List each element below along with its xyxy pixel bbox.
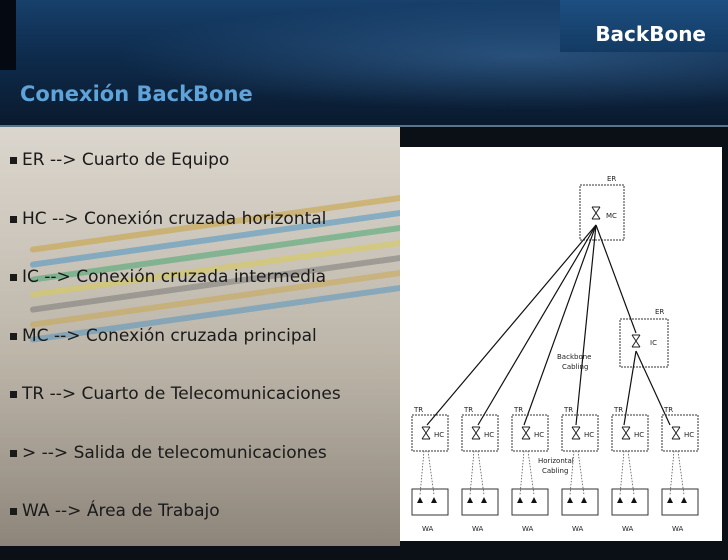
tr-box	[661, 414, 699, 452]
intermediate-er-box	[619, 318, 669, 368]
backbone-diagram: ER MC ER IC Backbone Cabling	[400, 147, 722, 541]
work-area-label: WA	[472, 525, 484, 533]
main-er-label: ER	[607, 175, 616, 183]
backbone-label-line1: Backbone	[557, 353, 591, 361]
tr-room-label: TR	[413, 406, 423, 414]
intermediate-ic-label: IC	[650, 339, 657, 347]
list-item: MC --> Conexión cruzada principal	[10, 326, 405, 385]
main-crossconnect-icon	[591, 206, 601, 220]
list-item-text: > --> Salida de telecomunicaciones	[22, 442, 327, 463]
tr-hc-label: HC	[684, 431, 694, 439]
list-item: WA --> Área de Trabajo	[10, 501, 405, 560]
work-area-label: WA	[672, 525, 684, 533]
list-item-text: WA --> Área de Trabajo	[22, 501, 220, 521]
list-item: IC --> Conexión cruzada intermedia	[10, 267, 405, 326]
tr-hc-label: HC	[484, 431, 494, 439]
outlet-icons	[417, 497, 687, 503]
tr-room-label: TR	[563, 406, 573, 414]
tr-box	[611, 414, 649, 452]
intermediate-crossconnect-icon	[631, 334, 641, 348]
tr-room-label: TR	[613, 406, 623, 414]
tr-units: TR TR TR TR TR TR HC HC HC HC HC HC	[411, 406, 699, 452]
main-er-box	[579, 184, 625, 241]
square-bullet-icon	[10, 332, 17, 340]
tr-room-label: TR	[663, 406, 673, 414]
list-item-text: IC --> Conexión cruzada intermedia	[22, 267, 327, 287]
backbone-diagram-svg: ER MC ER IC Backbone Cabling	[411, 175, 699, 533]
square-bullet-icon	[10, 449, 17, 457]
list-item-text: MC --> Conexión cruzada principal	[22, 325, 317, 346]
horizontal-label-line2: Cabling	[542, 467, 568, 475]
work-area-boxes	[411, 488, 699, 516]
tr-room-label: TR	[463, 406, 473, 414]
photo-stripe	[0, 127, 400, 546]
tr-box	[561, 414, 599, 452]
work-area-label: WA	[422, 525, 434, 533]
square-bullet-icon	[10, 391, 17, 398]
tr-hc-label: HC	[534, 431, 544, 439]
tr-box	[461, 414, 499, 452]
tr-hc-label: HC	[584, 431, 594, 439]
list-item-text: ER --> Cuarto de Equipo	[22, 150, 230, 170]
tr-box	[411, 414, 449, 452]
tr-box	[511, 414, 549, 452]
work-area-label: WA	[522, 525, 534, 533]
square-bullet-icon	[10, 274, 17, 281]
slide-subtitle: Conexión BackBone	[20, 82, 253, 106]
list-item: HC --> Conexión cruzada horizontal	[10, 209, 405, 268]
work-area-label: WA	[622, 525, 634, 533]
tr-hc-label: HC	[634, 431, 644, 439]
list-item-text: TR --> Cuarto de Telecomunicaciones	[22, 384, 341, 404]
square-bullet-icon	[10, 215, 17, 223]
work-area-label: WA	[572, 525, 584, 533]
header-left-shade	[0, 0, 16, 70]
square-bullet-icon	[10, 157, 17, 164]
list-item: ER --> Cuarto de Equipo	[10, 150, 405, 209]
backbone-links	[426, 224, 671, 426]
list-item-text: HC --> Conexión cruzada horizontal	[22, 208, 327, 229]
list-item: TR --> Cuarto de Telecomunicaciones	[10, 384, 405, 443]
tr-room-label: TR	[513, 406, 523, 414]
tr-crossconnect-icons	[421, 426, 681, 440]
horizontal-cabling	[419, 450, 685, 496]
main-mc-label: MC	[606, 212, 617, 220]
definition-list: ER --> Cuarto de Equipo HC --> Conexión …	[10, 150, 405, 560]
square-bullet-icon	[10, 508, 17, 515]
header-band	[560, 0, 728, 52]
background-photo	[0, 127, 400, 546]
intermediate-er-label: ER	[655, 308, 664, 316]
backbone-label-line2: Cabling	[562, 363, 588, 371]
horizontal-label-line1: Horizontal	[538, 457, 574, 465]
tr-hc-label: HC	[434, 431, 444, 439]
header-divider	[0, 125, 728, 127]
list-item: > --> Salida de telecomunicaciones	[10, 443, 405, 502]
slide-brand-title: BackBone	[595, 22, 706, 46]
